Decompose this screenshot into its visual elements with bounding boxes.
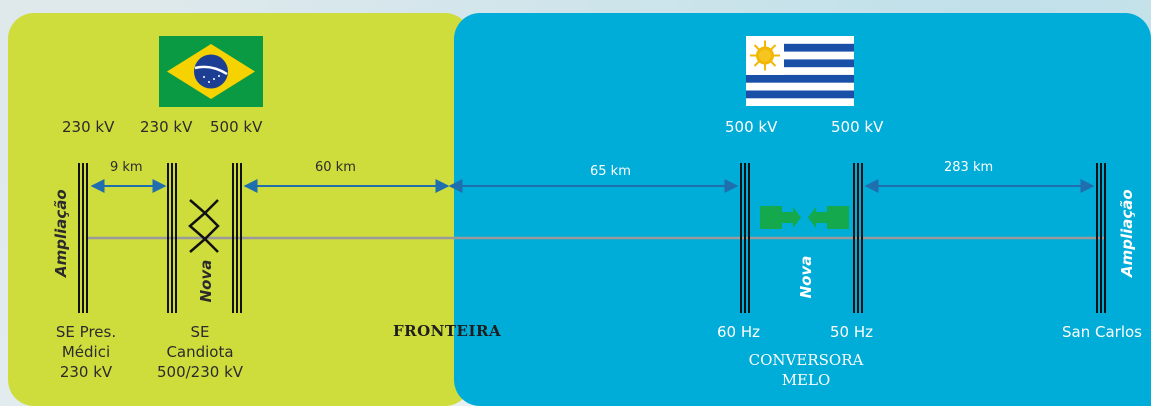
voltage-label-500: 500 kV: [210, 118, 263, 136]
voltage-label-230-b: 230 kV: [140, 118, 193, 136]
freq-label-60hz: 60 Hz: [717, 323, 761, 341]
freq-label-50hz: 50 Hz: [830, 323, 874, 341]
busbar-melo-60hz: [740, 163, 750, 313]
busbar-melo-50hz: [853, 163, 863, 313]
uruguay-flag-icon: [746, 36, 854, 106]
ampliacao-label-brazil: Ampliação: [52, 189, 70, 277]
distance-label-283km: 283 km: [944, 160, 994, 175]
station-pres-medici-line1: SE Pres.: [55, 323, 117, 341]
voltage-label-230-a: 230 kV: [62, 118, 115, 136]
ampliacao-label-uruguay: Ampliação: [1118, 189, 1136, 277]
distance-label-65km: 65 km: [590, 164, 631, 179]
station-candiota-line3: 500/230 kV: [156, 363, 244, 381]
station-candiota-line2: Candiota: [166, 343, 234, 361]
station-pres-medici-line2: Médici: [61, 343, 111, 361]
station-conversora-melo: CONVERSORA MELO: [736, 350, 876, 390]
voltage-label-uy-a: 500 kV: [725, 118, 778, 136]
border-label: FRONTEIRA: [393, 322, 502, 340]
converter-arrow-icon: [760, 206, 849, 229]
nova-label-brazil: Nova: [197, 259, 215, 303]
brazil-flag-icon: [159, 36, 263, 107]
busbar-candiota-230: [167, 163, 177, 313]
conversora-line1: CONVERSORA: [748, 351, 864, 369]
busbar-pres-medici: [78, 163, 88, 313]
conversora-line2: MELO: [781, 371, 831, 389]
distance-label-60km: 60 km: [315, 160, 356, 175]
station-candiota-line1: SE: [190, 323, 210, 341]
station-pres-medici-line3: 230 kV: [59, 363, 113, 381]
station-candiota: SE Candiota 500/230 kV: [150, 322, 250, 382]
voltage-label-uy-b: 500 kV: [831, 118, 884, 136]
nova-label-uruguay: Nova: [797, 255, 815, 299]
station-san-carlos: San Carlos: [1062, 323, 1142, 341]
distance-label-9km: 9 km: [110, 160, 143, 175]
transformer-x-icon: [188, 199, 220, 253]
station-pres-medici: SE Pres. Médici 230 kV: [48, 322, 124, 382]
busbar-candiota-500: [232, 163, 242, 313]
busbar-san-carlos: [1096, 163, 1106, 313]
